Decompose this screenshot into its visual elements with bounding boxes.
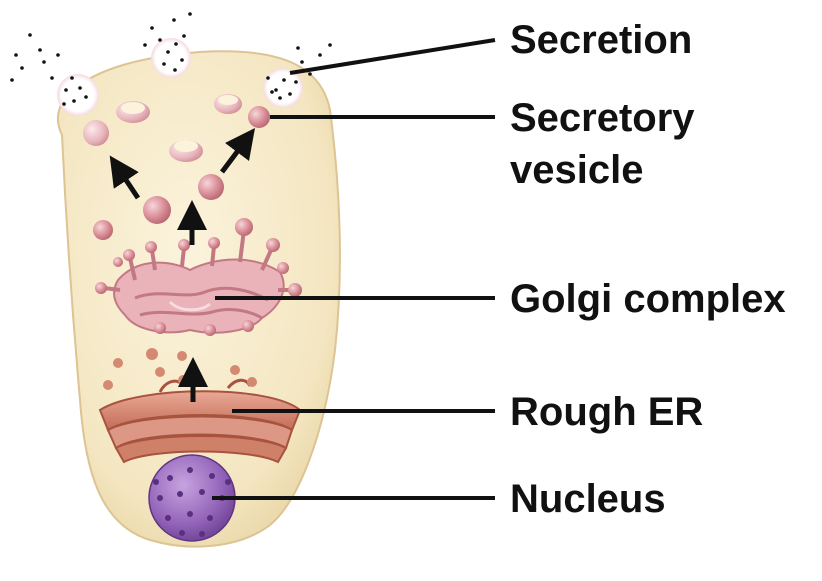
labels: Secretion Secretory vesicle Golgi comple… [510, 18, 786, 521]
arrow-vesicle-right [220, 128, 255, 174]
golgi-complex [95, 218, 302, 336]
label-rough-er: Rough ER [510, 390, 703, 434]
nucleus [148, 454, 236, 542]
er-golgi-vesicles [103, 348, 240, 390]
leader-lines [212, 38, 496, 500]
exocytosis-sites [57, 38, 303, 116]
label-secretory-vesicle-line2: vesicle [510, 148, 643, 192]
label-secretory-vesicle-line1: Secretory [510, 96, 695, 140]
label-golgi-complex: Golgi complex [510, 277, 786, 321]
transport-vesicles [93, 174, 224, 240]
secretion-particles [10, 12, 332, 106]
leader-secretion [289, 38, 496, 75]
pathway-arrows [109, 128, 255, 402]
label-secretion: Secretion [510, 18, 692, 62]
label-nucleus: Nucleus [510, 477, 666, 521]
fusing-vesicles [83, 94, 270, 162]
arrow-vesicle-left [109, 155, 141, 200]
